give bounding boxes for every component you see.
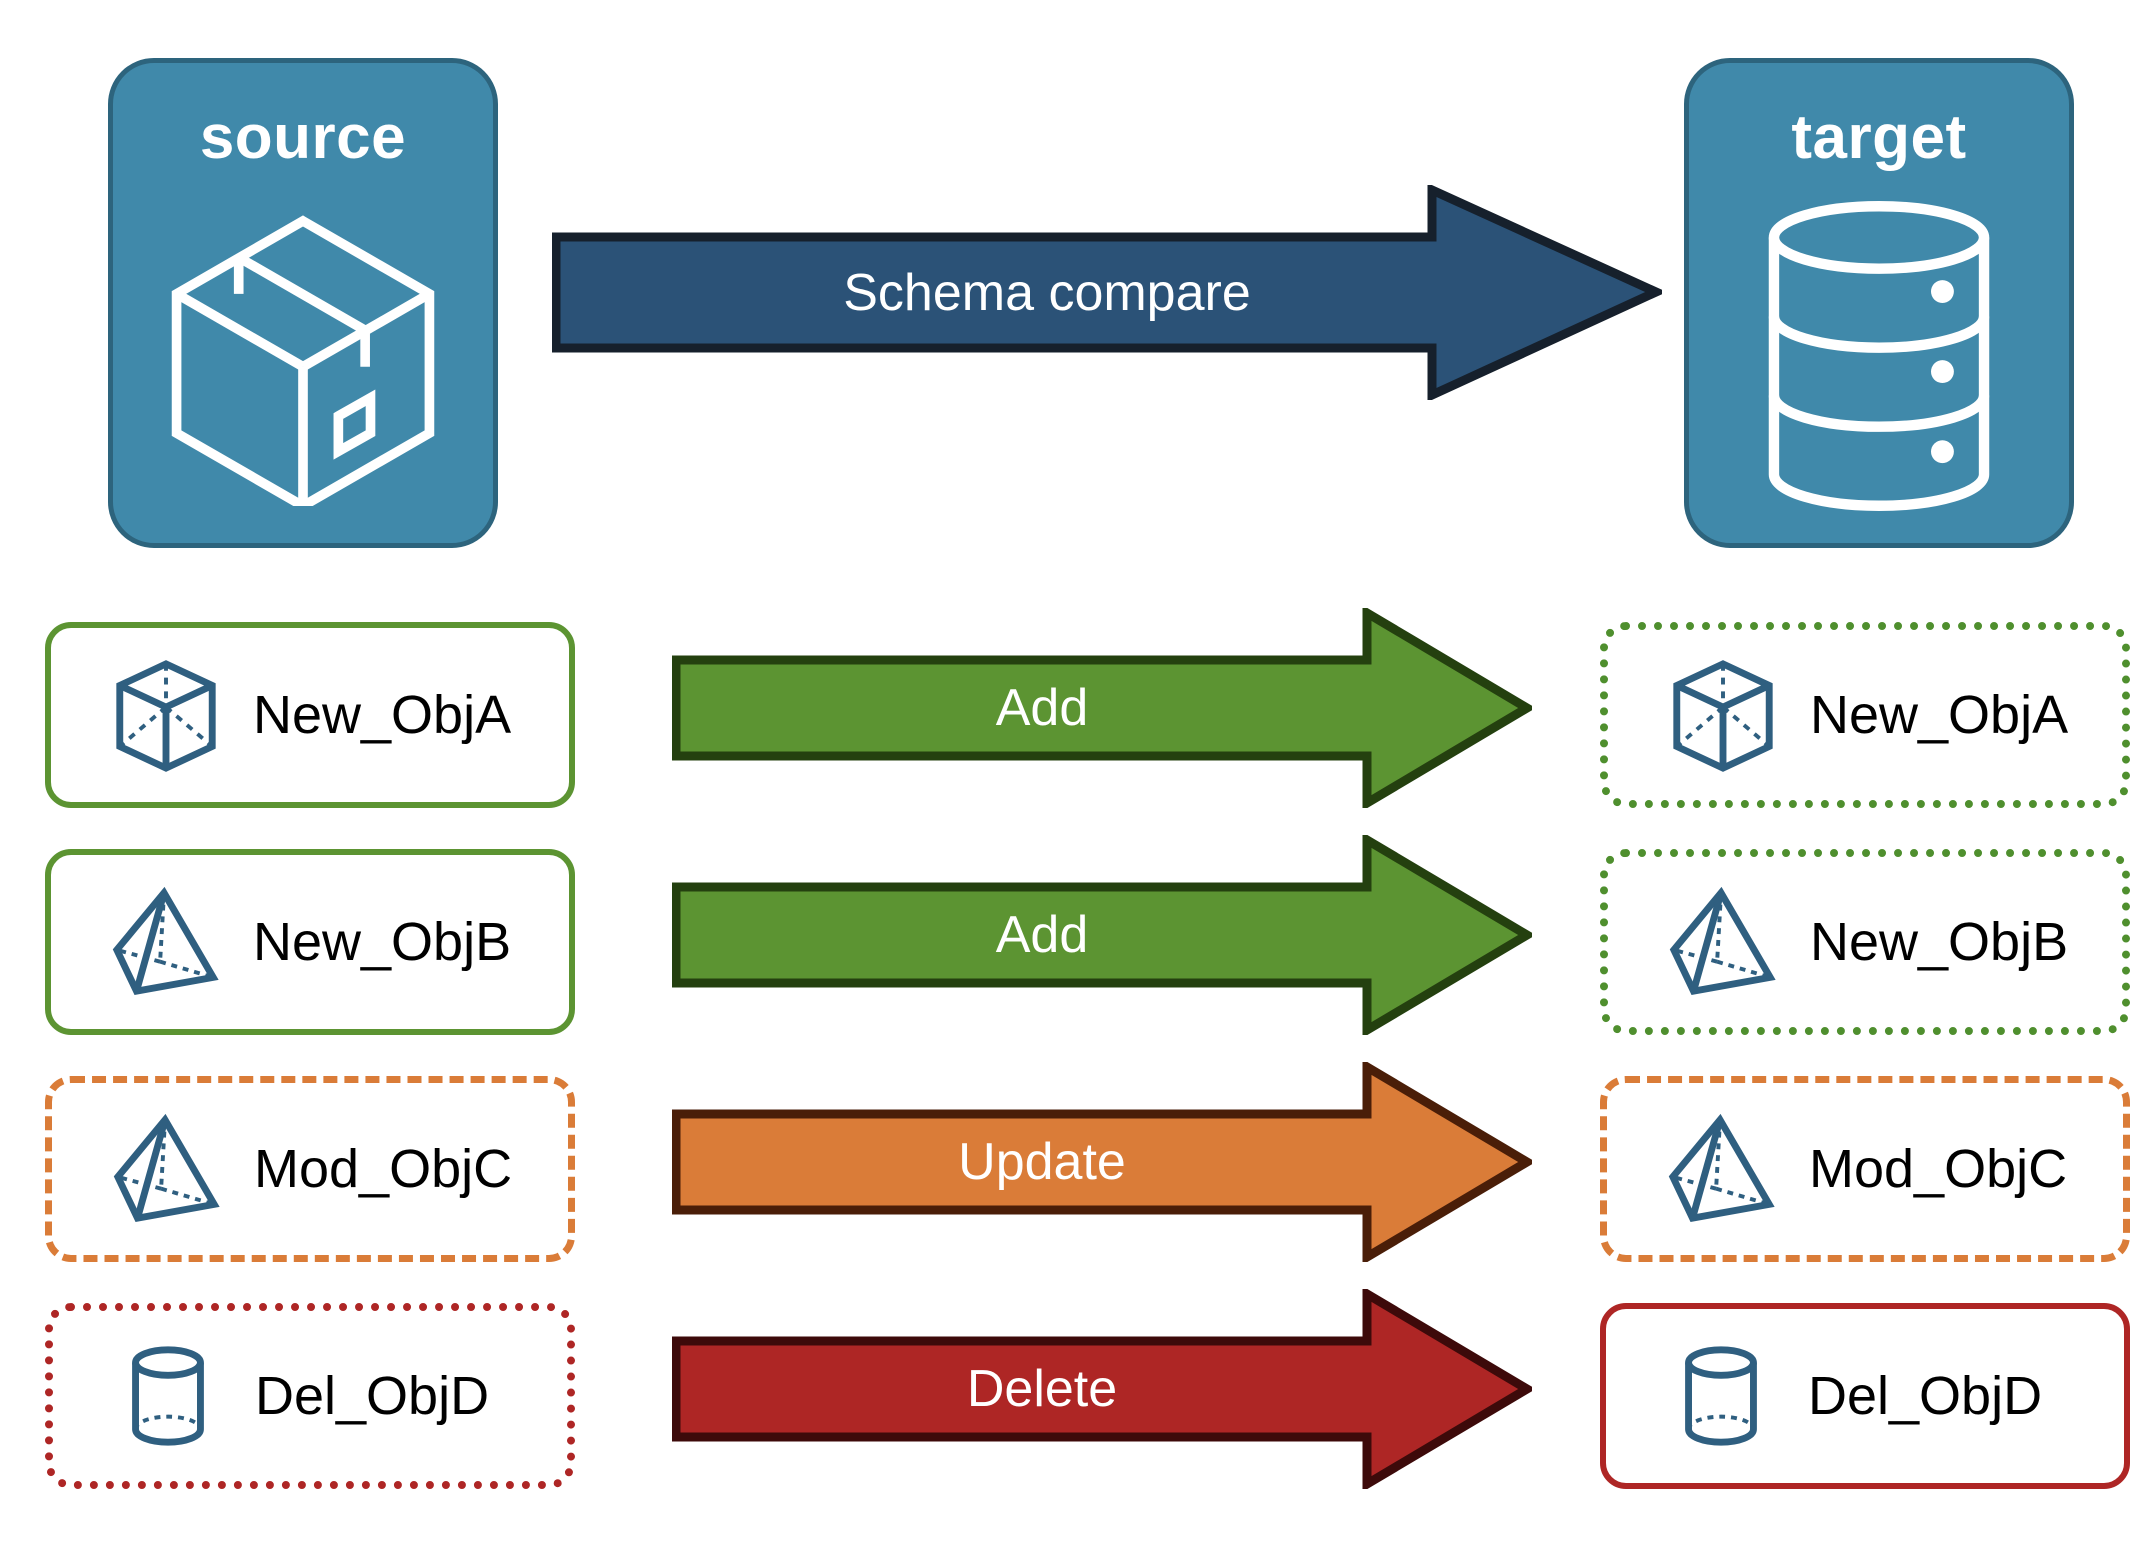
wireframe-cube-icon [1673, 660, 1773, 772]
source-object-label: New_ObjB [253, 912, 512, 972]
source-title: source [199, 103, 407, 172]
package-box-icon [113, 169, 493, 543]
source-object-box-mod-objc[interactable]: Mod_ObjC [45, 1076, 575, 1262]
target-title: target [1791, 103, 1967, 172]
wireframe-pyramid-icon [1669, 886, 1776, 996]
source-object-label: Mod_ObjC [254, 1139, 513, 1199]
target-object-label: New_ObjA [1810, 685, 2069, 745]
target-panel[interactable]: target [1684, 58, 2074, 548]
source-panel[interactable]: source [108, 58, 498, 548]
update-arrow-row3[interactable]: Update [672, 1062, 1532, 1262]
target-object-box-new-obja[interactable]: New_ObjA [1600, 622, 2130, 808]
database-cylinder-icon [1689, 169, 2069, 543]
wireframe-pyramid-icon [112, 886, 219, 996]
target-object-label: New_ObjB [1810, 912, 2069, 972]
target-object-label: Del_ObjD [1808, 1366, 2043, 1426]
source-object-box-new-obja[interactable]: New_ObjA [45, 622, 575, 808]
wireframe-cylinder-icon [132, 1346, 204, 1446]
wireframe-cylinder-icon [1685, 1346, 1757, 1446]
target-object-label: Mod_ObjC [1809, 1139, 2068, 1199]
add-arrow-row2[interactable]: Add [672, 835, 1532, 1035]
wireframe-pyramid-icon [1668, 1113, 1775, 1223]
wireframe-pyramid-icon [113, 1113, 220, 1223]
schema-compare-arrow[interactable]: Schema compare [552, 185, 1662, 400]
source-object-box-del-objd[interactable]: Del_ObjD [45, 1303, 575, 1489]
source-object-label: Del_ObjD [255, 1366, 490, 1426]
delete-arrow-row4[interactable]: Delete [672, 1289, 1532, 1489]
target-object-box-mod-objc[interactable]: Mod_ObjC [1600, 1076, 2130, 1262]
target-object-box-new-objb[interactable]: New_ObjB [1600, 849, 2130, 1035]
target-object-box-del-objd[interactable]: Del_ObjD [1600, 1303, 2130, 1489]
source-object-box-new-objb[interactable]: New_ObjB [45, 849, 575, 1035]
wireframe-cube-icon [116, 660, 216, 772]
source-object-label: New_ObjA [253, 685, 512, 745]
add-arrow-row1[interactable]: Add [672, 608, 1532, 808]
